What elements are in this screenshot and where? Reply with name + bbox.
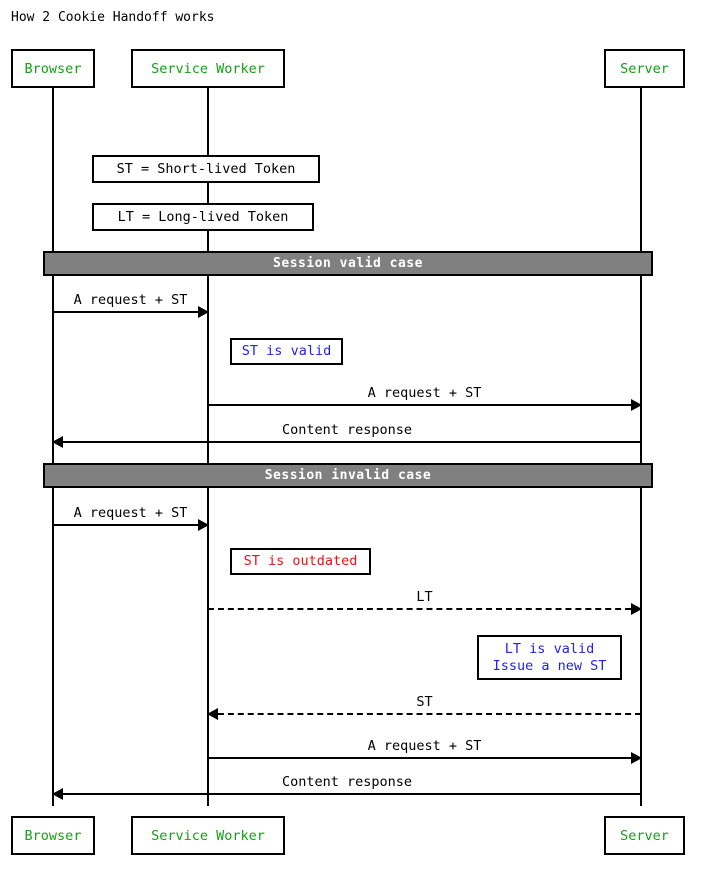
- note-lt-definition: LT = Long-lived Token: [92, 203, 314, 231]
- diagram-title: How 2 Cookie Handoff works: [11, 10, 215, 25]
- section-bar-session-valid: Session valid case: [43, 251, 653, 276]
- message-a-request-st-2[interactable]: A request + ST: [208, 385, 642, 411]
- lifeline-service-worker: [207, 88, 209, 806]
- note-st-definition: ST = Short-lived Token: [92, 155, 320, 183]
- arrowhead-right-icon: [198, 306, 209, 318]
- message-lt[interactable]: LT: [208, 589, 642, 615]
- note-lt-is-valid: LT is valid Issue a new ST: [477, 635, 622, 680]
- note-line: Issue a new ST: [492, 657, 607, 674]
- participant-label: Service Worker: [151, 827, 265, 844]
- participant-label: Server: [620, 60, 669, 77]
- message-label: A request + ST: [367, 385, 482, 401]
- message-label: ST: [416, 694, 433, 710]
- section-label: Session invalid case: [264, 468, 432, 483]
- note-line: LT = Long-lived Token: [117, 208, 289, 225]
- message-a-request-st-3[interactable]: A request + ST: [53, 505, 209, 531]
- message-label: LT: [416, 589, 433, 605]
- arrowhead-right-icon: [631, 752, 642, 764]
- arrowhead-right-icon: [631, 399, 642, 411]
- note-line: ST is outdated: [243, 553, 358, 569]
- message-st[interactable]: ST: [207, 694, 641, 720]
- message-line: [53, 793, 641, 795]
- message-a-request-st-1[interactable]: A request + ST: [53, 292, 209, 318]
- note-line: ST = Short-lived Token: [116, 160, 296, 177]
- arrowhead-right-icon: [631, 603, 642, 615]
- message-label: Content response: [281, 422, 413, 438]
- arrowhead-left-icon: [52, 436, 63, 448]
- message-label: A request + ST: [73, 505, 188, 521]
- message-line: [208, 608, 641, 610]
- participant-label: Service Worker: [151, 60, 265, 77]
- participant-label: Server: [620, 827, 669, 844]
- message-a-request-st-4[interactable]: A request + ST: [208, 738, 642, 764]
- message-line: [53, 311, 208, 313]
- note-line: ST is valid: [241, 343, 332, 359]
- note-st-is-outdated: ST is outdated: [230, 548, 371, 575]
- message-label: A request + ST: [367, 738, 482, 754]
- participant-label: Browser: [24, 60, 82, 77]
- participant-browser-bottom[interactable]: Browser: [11, 816, 95, 855]
- message-line: [53, 524, 208, 526]
- message-content-response-2[interactable]: Content response: [52, 774, 641, 800]
- participant-service-worker-top[interactable]: Service Worker: [131, 49, 285, 88]
- section-label: Session valid case: [273, 256, 423, 271]
- message-line: [53, 441, 641, 443]
- message-line: [208, 757, 641, 759]
- arrowhead-left-icon: [52, 788, 63, 800]
- participant-service-worker-bottom[interactable]: Service Worker: [131, 816, 285, 855]
- note-line: LT is valid: [504, 640, 595, 657]
- participant-browser-top[interactable]: Browser: [11, 49, 95, 88]
- message-label: A request + ST: [73, 292, 188, 308]
- lifeline-server: [640, 88, 642, 806]
- participant-label: Browser: [24, 827, 82, 844]
- section-bar-session-invalid: Session invalid case: [43, 463, 653, 488]
- message-content-response-1[interactable]: Content response: [52, 422, 641, 448]
- arrowhead-right-icon: [198, 519, 209, 531]
- message-label: Content response: [281, 774, 413, 790]
- message-line: [208, 404, 641, 406]
- participant-server-top[interactable]: Server: [604, 49, 685, 88]
- note-st-is-valid: ST is valid: [230, 338, 343, 365]
- participant-server-bottom[interactable]: Server: [604, 816, 685, 855]
- message-line: [208, 713, 641, 715]
- arrowhead-left-icon: [207, 708, 218, 720]
